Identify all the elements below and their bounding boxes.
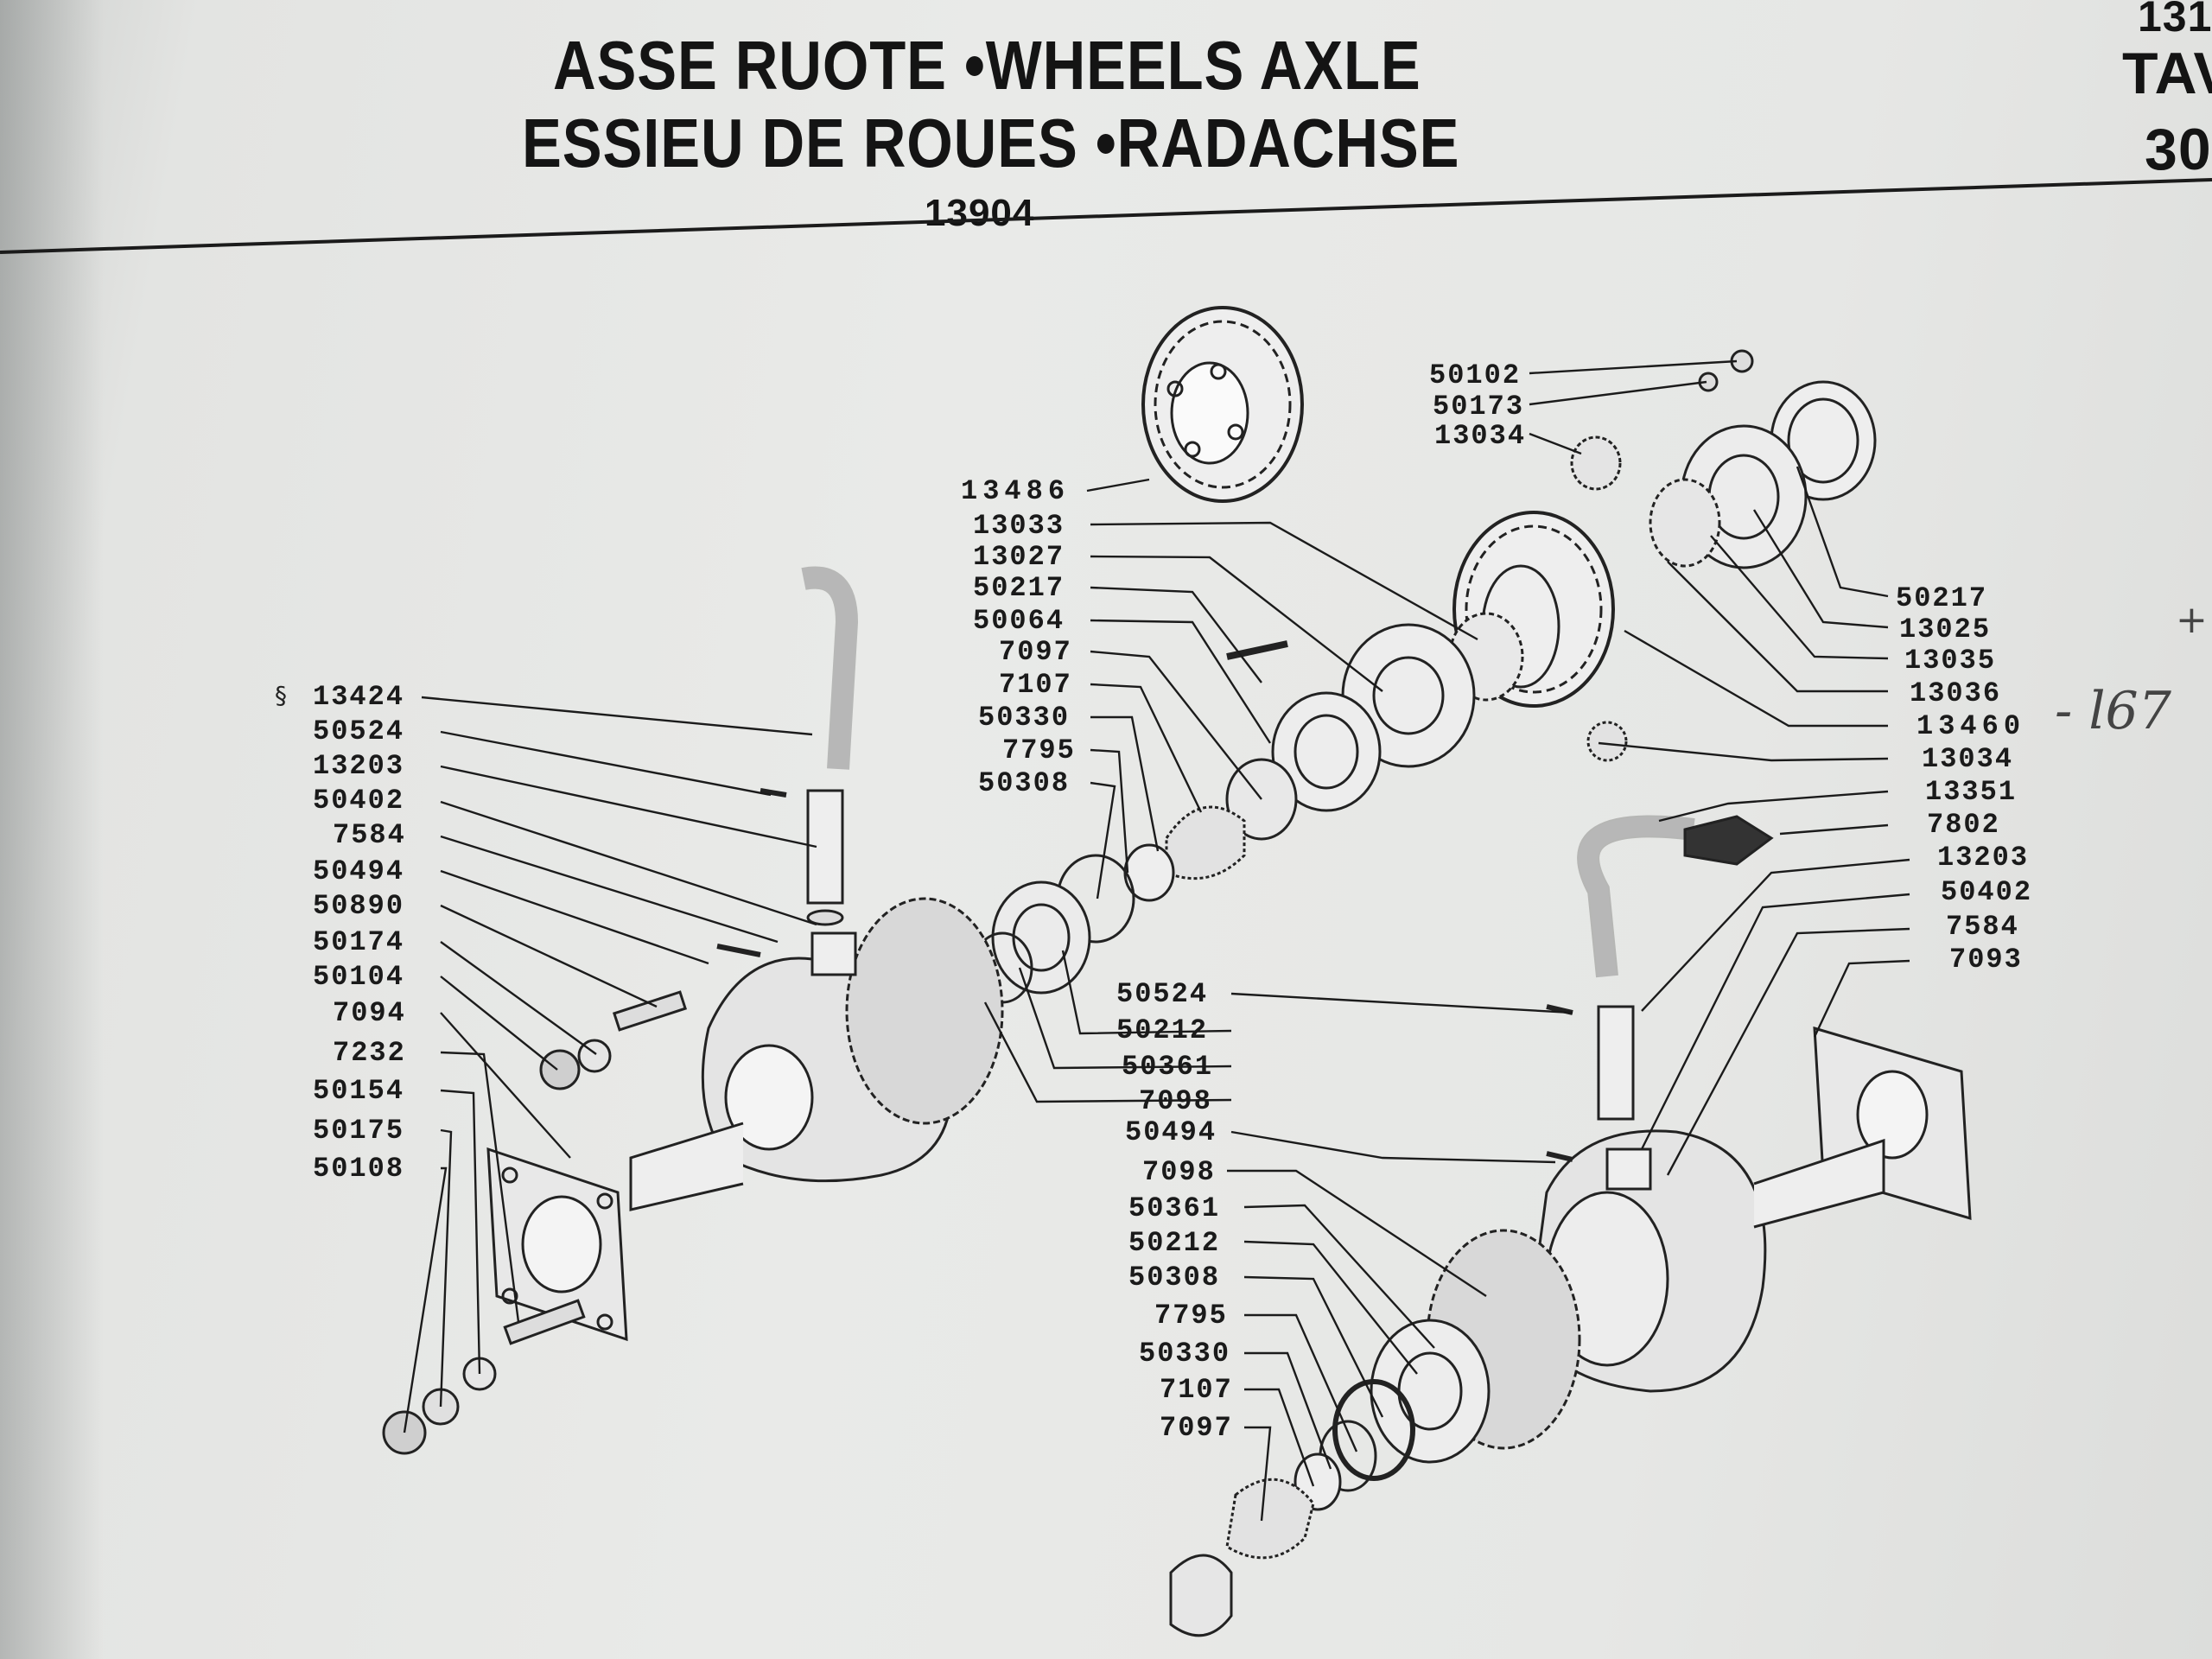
part-label: 7093 bbox=[1949, 944, 2023, 976]
part-label: 7094 bbox=[333, 997, 406, 1029]
part-label: 13460 bbox=[1916, 710, 2026, 742]
part-label: 50308 bbox=[1128, 1262, 1221, 1294]
part-label: 50064 bbox=[973, 605, 1065, 637]
part-label: 13034 bbox=[1922, 743, 2014, 775]
corner-text-2: TAV bbox=[2122, 41, 2212, 106]
page-title-line-2: ESSIEU DE ROUES •RADACHSE bbox=[522, 105, 1460, 181]
part-label: 13035 bbox=[1904, 645, 1997, 677]
part-label: 50212 bbox=[1128, 1227, 1221, 1259]
part-label: 13351 bbox=[1925, 776, 2018, 808]
part-label: 50217 bbox=[973, 572, 1065, 604]
page-binding-shadow bbox=[0, 0, 104, 1659]
part-label: 7802 bbox=[1927, 809, 2000, 841]
part-label: 50212 bbox=[1116, 1014, 1209, 1046]
part-label: 13027 bbox=[973, 541, 1065, 573]
part-label: 50361 bbox=[1122, 1051, 1214, 1083]
part-label: 7795 bbox=[1002, 734, 1076, 766]
axle-housing-left bbox=[486, 897, 1004, 1342]
page-title-line-1: ASSE RUOTE •WHEELS AXLE bbox=[553, 27, 1421, 104]
part-label: 13486 bbox=[961, 475, 1071, 507]
part-label: 50361 bbox=[1128, 1192, 1221, 1224]
part-label: 13203 bbox=[313, 750, 405, 782]
part-label: 7584 bbox=[1946, 911, 2019, 943]
header-rule bbox=[0, 178, 2212, 254]
differential-upper bbox=[971, 349, 1877, 1004]
part-label: 7097 bbox=[999, 636, 1072, 668]
part-label: 50402 bbox=[1941, 876, 2033, 908]
corner-text-3: 30 bbox=[2145, 117, 2212, 182]
part-label: 50173 bbox=[1433, 391, 1525, 423]
part-label: 13033 bbox=[973, 510, 1065, 542]
part-label: 50494 bbox=[313, 855, 405, 887]
part-label: 50154 bbox=[313, 1075, 405, 1107]
part-label: 13036 bbox=[1910, 677, 2002, 709]
part-label: 50174 bbox=[313, 926, 405, 958]
axle-housing-right bbox=[1426, 1026, 1972, 1450]
part-label: 50217 bbox=[1896, 582, 1988, 614]
part-label: 7232 bbox=[333, 1037, 406, 1069]
part-label: 50104 bbox=[313, 961, 405, 993]
part-label: 50524 bbox=[313, 715, 405, 747]
corner-text-1: 131 bbox=[2138, 0, 2212, 41]
parts-drawing bbox=[382, 306, 1972, 1637]
part-label: 50175 bbox=[313, 1115, 405, 1147]
differential-lower bbox=[1169, 1319, 1491, 1637]
ring-gear-upper bbox=[1141, 306, 1304, 503]
part-label: 7584 bbox=[333, 819, 406, 851]
handwritten-note: - l67 bbox=[2055, 681, 2171, 741]
part-label: 7098 bbox=[1139, 1085, 1212, 1117]
part-label: 13424 bbox=[313, 681, 405, 713]
part-label: 50108 bbox=[313, 1153, 405, 1185]
part-label: 7107 bbox=[999, 669, 1072, 701]
part-label: 50330 bbox=[1139, 1338, 1231, 1370]
part-label: 50330 bbox=[978, 702, 1071, 734]
part-label: 7107 bbox=[1160, 1374, 1233, 1406]
part-label: 7098 bbox=[1142, 1156, 1216, 1188]
part-label: 13025 bbox=[1899, 613, 1992, 645]
group-code: 13904 bbox=[925, 192, 1035, 234]
part-label: 13203 bbox=[1937, 842, 2030, 874]
part-label: 50890 bbox=[313, 890, 405, 922]
part-label: 7097 bbox=[1160, 1412, 1233, 1444]
leader-lines bbox=[403, 359, 1910, 1522]
part-label: 50308 bbox=[978, 767, 1071, 799]
part-label: 7795 bbox=[1154, 1300, 1228, 1332]
part-label: 50524 bbox=[1116, 978, 1209, 1010]
part-label: 50402 bbox=[313, 785, 405, 817]
part-label: 50102 bbox=[1429, 359, 1522, 391]
part-label: 13034 bbox=[1434, 420, 1527, 452]
part-label: 50494 bbox=[1125, 1116, 1217, 1148]
section-marker: § bbox=[275, 681, 287, 709]
handwritten-plus: + bbox=[2176, 598, 2208, 642]
